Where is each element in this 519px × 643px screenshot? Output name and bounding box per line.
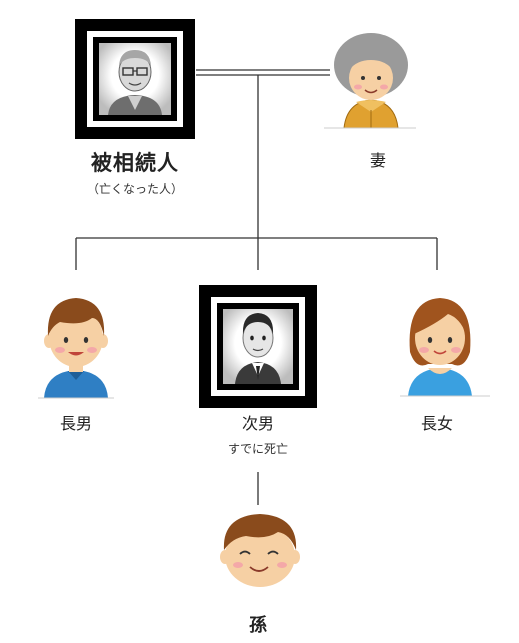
- grandchild-label: 孫: [249, 615, 267, 636]
- boy-icon: [44, 298, 108, 398]
- spouse-label: 妻: [369, 151, 387, 170]
- eldest-daughter-label: 長女: [420, 414, 454, 433]
- grandchild-figure: [220, 514, 300, 587]
- eldest-daughter-figure: [400, 298, 490, 397]
- second-son-note: すでに死亡: [227, 442, 289, 456]
- connector-lines: [75, 69, 438, 505]
- young-man-face-icon: [235, 313, 281, 384]
- grandmother-icon: [334, 33, 408, 129]
- eldest-son-label: 長男: [59, 414, 93, 433]
- girl-icon: [408, 298, 472, 396]
- second-son-label: 次男: [241, 414, 275, 433]
- grandfather-face-icon: [108, 50, 162, 115]
- eldest-son-figure: [38, 298, 114, 399]
- spouse-figure: [324, 33, 416, 129]
- deceased-note: （亡くなった人）: [86, 182, 184, 196]
- second-son-portrait: [199, 285, 317, 408]
- deceased-label: 被相続人: [91, 151, 179, 175]
- smiling-boy-face-icon: [220, 514, 300, 587]
- deceased-portrait: [75, 19, 195, 139]
